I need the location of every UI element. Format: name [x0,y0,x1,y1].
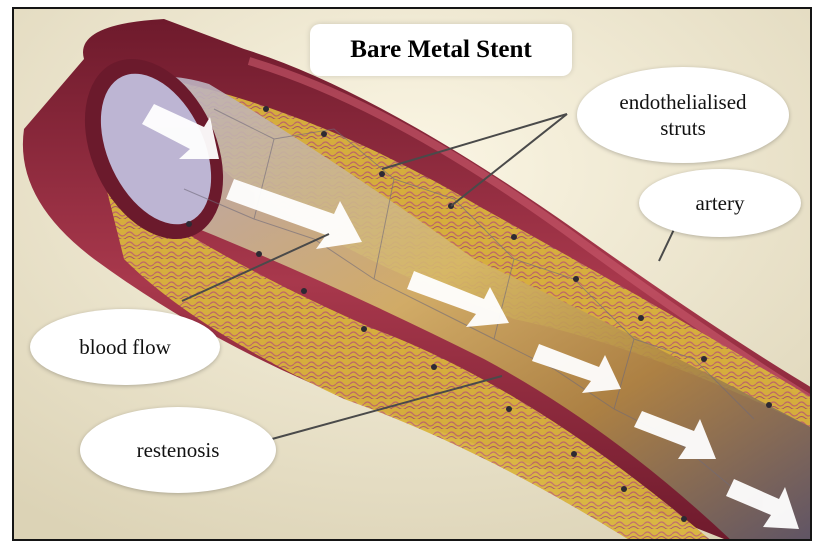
label-endothelialised-line1: endothelialised [619,89,746,115]
label-restenosis-text: restenosis [137,437,220,463]
diagram-title: Bare Metal Stent [310,24,572,76]
label-endothelialised-line2: struts [619,115,746,141]
label-blood-flow-text: blood flow [79,334,171,360]
label-artery-text: artery [696,190,745,216]
label-blood-flow: blood flow [30,309,220,385]
label-endothelialised-struts: endothelialised struts [577,67,789,163]
diagram-frame: Bare Metal Stent endothelialised struts … [12,7,812,541]
label-artery: artery [639,169,801,237]
label-restenosis: restenosis [80,407,276,493]
